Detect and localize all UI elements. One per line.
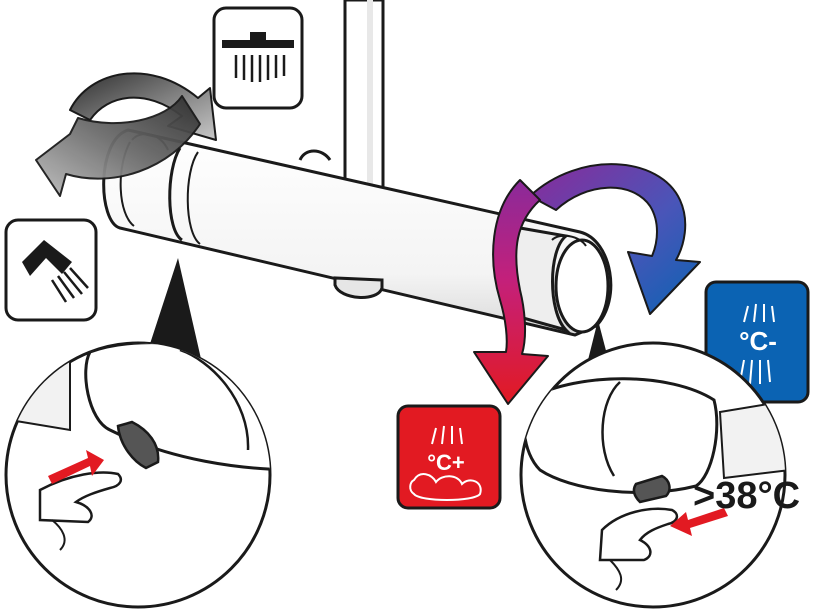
riser-pipe (345, 0, 383, 205)
overhead-shower-icon (214, 8, 302, 108)
hot-water-icon: °C+ (398, 406, 500, 508)
cold-water-glyph: °C- (739, 326, 777, 356)
safety-threshold-label: >38°C (693, 475, 800, 517)
left-detail-callout (6, 343, 300, 607)
hand-shower-icon (6, 220, 96, 320)
hot-water-glyph: °C+ (427, 450, 465, 475)
